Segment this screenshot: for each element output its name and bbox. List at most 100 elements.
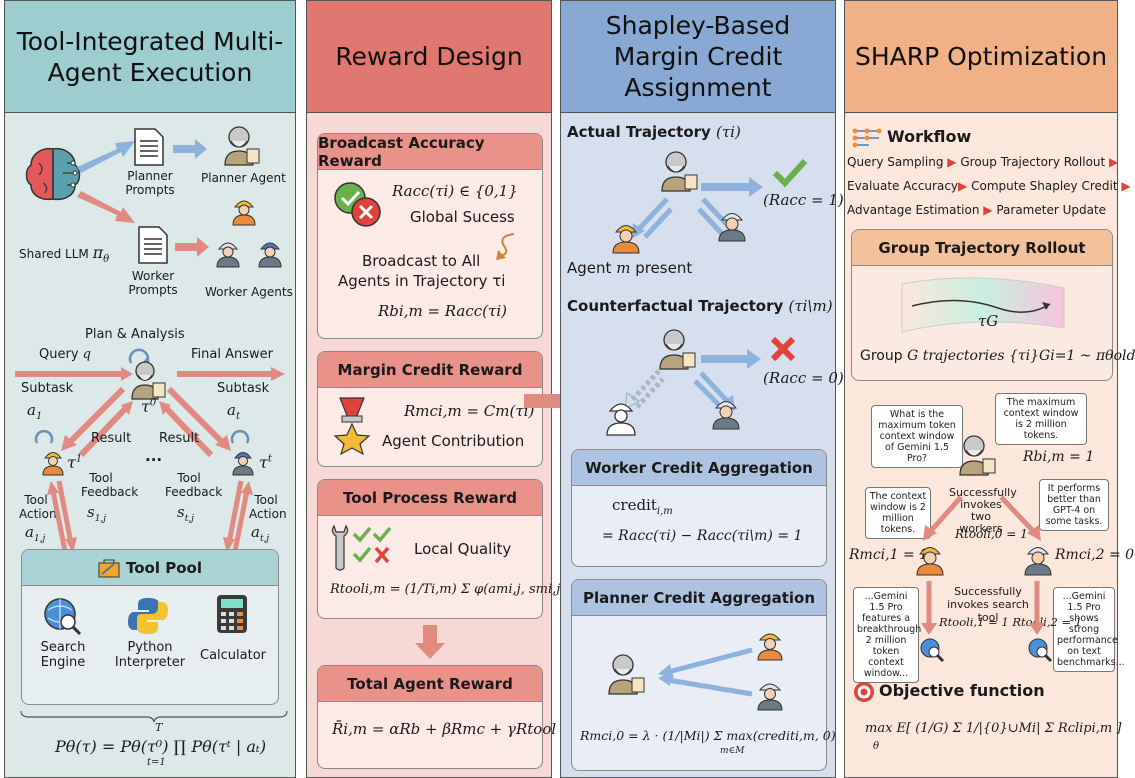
tau0: τ0 [141,397,156,416]
worker-icon [757,633,783,661]
subtask-right-label: Subtask [217,381,270,396]
s1j-symbol: s [87,503,95,521]
result-left-label: Result [91,431,132,446]
column-body: Broadcast Accuracy Reward Racc(τi) ∈ {0,… [307,113,565,777]
tau1: τ1 [67,453,82,472]
card-title: Margin Credit Reward [318,352,542,388]
subtask-left-label: Subtask [21,381,74,396]
broadcast-line1: Broadcast to All [362,252,481,270]
search-engine-label: Search Engine [40,640,86,670]
worker-icon [232,452,254,476]
workflow-step: Compute Shapley Credit [971,179,1118,193]
final-answer-arrow [177,367,285,381]
group-text: Group [860,348,903,364]
planner-icon [661,151,698,192]
workflow-step: Query Sampling [847,155,944,169]
racc-zero: (Racc = 0) [763,369,844,387]
global-success-label: Global Sucess [410,208,515,226]
search-engine-icon[interactable] [42,596,82,636]
column-title: SHARP Optimization [845,1,1117,113]
rmc1-equation: Rmci,1 = 1 [849,547,929,563]
loop-arrow-icon [34,429,54,444]
planner-sum-sub: m∈M [720,746,745,756]
curl-arrow-icon [496,233,515,260]
total-equation: R̄i,m = αRb + βRmc + γRtool [332,720,557,738]
worker-icon [216,242,240,268]
at-sub: t [235,411,240,422]
a1j-sub: 1,j [33,534,46,544]
calculator-label: Calculator [200,648,267,663]
arrow-right-icon [175,237,209,257]
loop-arrow-icon [230,429,250,444]
a1j: a1,j [25,523,45,544]
worker2-bubble: It performs better than GPT-4 on some ta… [1039,479,1109,531]
column-sharp: SHARP Optimization Workflow Query Sampli… [844,0,1135,778]
planner-worker-arrows [923,495,1041,541]
cross-icon [770,336,796,362]
card-title: Worker Credit Aggregation [572,450,826,486]
brain-icon [25,147,81,201]
rmc2-equation: Rmci,2 = 0 [1055,547,1135,563]
step-arrow-icon: ▶ [1121,179,1131,193]
target-icon [854,682,874,702]
worker-credit-card: Worker Credit Aggregation crediti,m = Ra… [571,449,827,567]
rb-equation: Rbi,m = 1 [1023,449,1095,465]
atj-symbol: a [251,523,260,541]
worker-icon [916,547,944,576]
broadcast-accuracy-card: Broadcast Accuracy Reward Racc(τi) ∈ {0,… [317,133,543,339]
card-title: Planner Credit Aggregation [572,580,826,616]
step-arrow-icon: ▶ [1109,155,1119,169]
s1j-sub: 1,j [94,514,107,524]
broadcast-line2: Agents in Trajectory τi [338,272,506,290]
worker-icon [258,242,282,268]
tool-pool-header: Tool Pool [22,550,278,586]
s1j: s1,j [87,503,106,524]
calculator-icon[interactable] [216,594,248,634]
atj: at,j [251,523,269,544]
worker-icon [718,213,746,242]
counterfactual-text: Counterfactual Trajectory [567,297,784,315]
local-quality-label: Local Quality [414,540,512,558]
planner-credit-card: Planner Credit Aggregation [571,579,836,771]
tau-g: τG [978,312,999,330]
column-reward: Reward Design Broadcast Accuracy Reward … [306,0,565,778]
taut-symbol: τ [259,453,268,472]
worker-credit-line1: crediti,m [612,496,673,517]
card-title: Broadcast Accuracy Reward [318,134,542,170]
objective-sub: θ [873,741,880,752]
racc-one: (Racc = 1) [763,191,844,209]
a1-label: a1 [27,401,42,422]
rtool12-equation: Rtooli,1 = 1 Rtooli,2 = 1 [939,615,1083,629]
tau0-sup: 0 [149,397,157,409]
result-right-label: Result [159,431,200,446]
column-title-text: Reward Design [335,42,523,71]
at-symbol: a [227,401,236,419]
credit-sub: i,m [656,506,673,517]
pi-symbol: π [92,243,104,262]
tau1-sup: 1 [75,453,83,465]
tool-pool: Tool Pool Search Engine Python Interpret… [21,549,279,705]
formula-product-bottom: t=1 [147,757,166,768]
accuracy-equation: Racc(τi) ∈ {0,1} [392,182,518,200]
stj-sub: t,j [184,514,194,524]
margin-equation: Rmci,m = Cm(τi) [404,402,535,420]
arrow-to-planner-prompts [77,141,135,173]
checks-icon [352,526,392,564]
tau0-symbol: τ [141,397,150,416]
tool-action-left: Tool Action [19,493,57,521]
column-body: Actual Trajectory (τi) (Racc = 1) [561,113,844,777]
pi-theta: πθ [92,243,110,265]
query-text: Query [39,347,79,362]
worker-icon [1024,547,1052,576]
search-icon [920,638,945,663]
trajectory-band [901,277,1065,333]
aggregation-arrows [658,647,753,697]
actual-text: Actual Trajectory [567,123,711,141]
agent-present-text: Agent [567,259,612,277]
agent-present-label: Agent m present [567,259,692,277]
group-var: G [907,348,919,364]
python-icon[interactable] [128,596,168,636]
planner-prompts-label: Planner Prompts [125,169,175,197]
worker-prompts-label: Worker Prompts [128,269,178,297]
workflow-step: Group Trajectory Rollout [960,155,1106,169]
